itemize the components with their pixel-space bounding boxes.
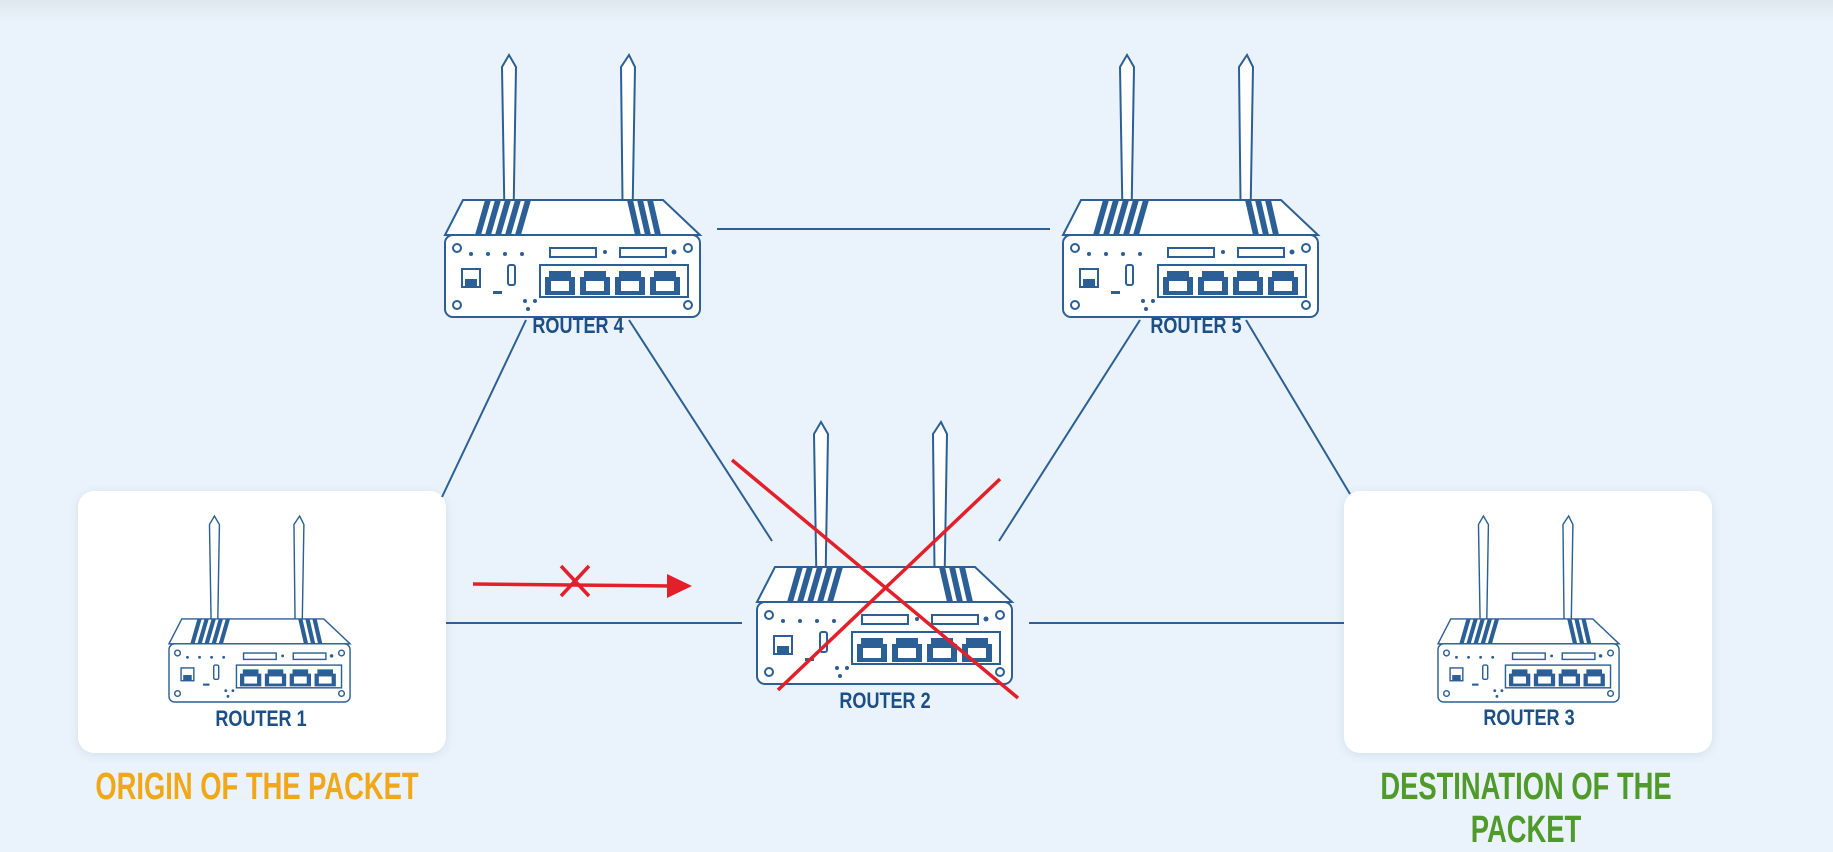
link-r5-r2 bbox=[998, 319, 1141, 542]
router-5-icon bbox=[1062, 54, 1319, 318]
router-3-label: ROUTER 3 bbox=[1483, 705, 1575, 730]
router-2-label: ROUTER 2 bbox=[839, 688, 931, 713]
link-r5-r3 bbox=[1245, 319, 1351, 495]
router-1-label: ROUTER 1 bbox=[215, 706, 307, 731]
destination-caption: DESTINATION OF THE PACKET bbox=[1380, 766, 1672, 851]
router-4-icon bbox=[444, 54, 701, 318]
blocked-packet-x-icon bbox=[559, 564, 591, 598]
router-1-icon bbox=[168, 515, 351, 703]
origin-caption: ORIGIN OF THE PACKET bbox=[95, 766, 419, 808]
link-r1-r4 bbox=[441, 319, 527, 498]
router-2-icon bbox=[756, 421, 1013, 685]
failed-router-x-icon bbox=[730, 458, 1020, 700]
router-3-icon bbox=[1437, 515, 1620, 703]
link-r4-r2 bbox=[628, 319, 773, 542]
router-4-label: ROUTER 4 bbox=[532, 313, 624, 338]
blocked-packet-arrow bbox=[472, 574, 692, 598]
top-shade bbox=[0, 0, 1833, 22]
router-5-label: ROUTER 5 bbox=[1150, 313, 1242, 338]
